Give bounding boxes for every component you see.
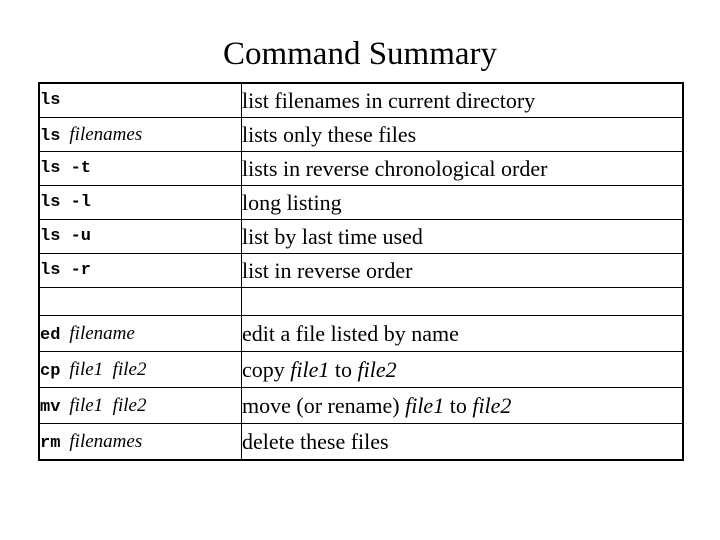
command-argument: file1 file2 bbox=[69, 358, 147, 380]
command-cell: mv file1 file2 bbox=[38, 387, 242, 424]
command-cell: ed filename bbox=[38, 315, 242, 352]
description-text: to bbox=[444, 392, 473, 418]
description-cell: list filenames in current directory bbox=[241, 82, 684, 118]
description-text: copy bbox=[242, 356, 291, 382]
table-row: ls -u list by last time used bbox=[38, 219, 684, 254]
command-text: ls -u bbox=[40, 227, 92, 246]
table-row: rm filenames delete these files bbox=[38, 423, 684, 461]
table-row: ls -l long listing bbox=[38, 185, 684, 220]
description-cell: edit a file listed by name bbox=[241, 315, 684, 352]
description-cell: lists only these files bbox=[241, 117, 684, 152]
command-argument: filename bbox=[69, 322, 135, 344]
command-cell: ls bbox=[38, 82, 242, 118]
table-row: ls -r list in reverse order bbox=[38, 253, 684, 288]
command-argument: file1 file2 bbox=[69, 394, 147, 416]
description-text: delete these files bbox=[242, 428, 389, 454]
command-text: ls bbox=[40, 126, 61, 146]
description-text: to bbox=[329, 356, 358, 382]
description-cell: long listing bbox=[241, 185, 684, 220]
command-cell: ls -t bbox=[38, 151, 242, 186]
command-argument: filenames bbox=[69, 123, 143, 145]
description-text: list filenames in current directory bbox=[242, 87, 536, 113]
command-text: ls bbox=[40, 91, 61, 110]
command-cell: rm filenames bbox=[38, 423, 242, 461]
command-cell: ls -u bbox=[38, 219, 242, 254]
command-text: rm bbox=[40, 433, 61, 453]
table-row: ls filenames lists only these files bbox=[38, 117, 684, 152]
table-row: ls -t lists in reverse chronological orde… bbox=[38, 151, 684, 186]
description-text: lists in reverse chronological order bbox=[242, 155, 548, 181]
command-cell: ls filenames bbox=[38, 117, 242, 152]
description-text: long listing bbox=[242, 189, 342, 215]
description-text: list in reverse order bbox=[242, 257, 413, 283]
description-italic-text: file1 bbox=[405, 392, 445, 418]
description-cell: lists in reverse chronological order bbox=[241, 151, 684, 186]
description-cell: move (or rename) file1 to file2 bbox=[241, 387, 684, 424]
command-text: ls -t bbox=[40, 159, 92, 178]
command-text: ls -r bbox=[40, 261, 92, 280]
command-text: ls -l bbox=[40, 193, 92, 212]
command-cell: cp file1 file2 bbox=[38, 351, 242, 388]
description-italic-text: file1 bbox=[290, 356, 330, 382]
description-text: move (or rename) bbox=[242, 392, 406, 418]
command-text: mv bbox=[40, 397, 61, 417]
table-row: ls list filenames in current directory bbox=[38, 82, 684, 118]
description-cell bbox=[241, 287, 684, 316]
description-italic-text: file2 bbox=[472, 392, 512, 418]
command-text: ed bbox=[40, 325, 61, 345]
description-text: edit a file listed by name bbox=[242, 320, 459, 346]
description-cell: delete these files bbox=[241, 423, 684, 461]
description-italic-text: file2 bbox=[357, 356, 397, 382]
command-text: cp bbox=[40, 361, 61, 381]
page-title: Command Summary bbox=[222, 36, 498, 72]
command-argument: filenames bbox=[69, 430, 143, 452]
description-cell: list in reverse order bbox=[241, 253, 684, 288]
table-row bbox=[38, 287, 684, 316]
description-text: lists only these files bbox=[242, 121, 417, 147]
description-cell: list by last time used bbox=[241, 219, 684, 254]
command-cell: ls -r bbox=[38, 253, 242, 288]
command-cell bbox=[38, 287, 242, 316]
table-row: ed filename edit a file listed by name bbox=[38, 315, 684, 352]
description-cell: copy file1 to file2 bbox=[241, 351, 684, 388]
description-text: list by last time used bbox=[242, 223, 423, 249]
command-cell: ls -l bbox=[38, 185, 242, 220]
